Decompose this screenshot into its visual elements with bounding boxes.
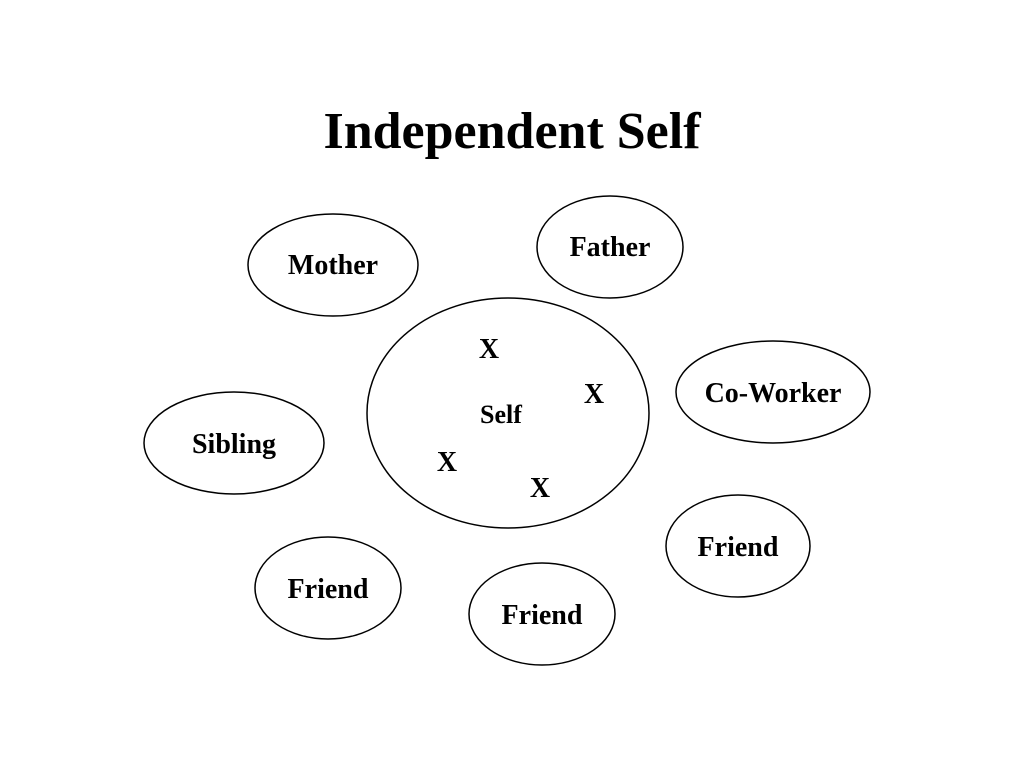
- mother-ellipse: [247, 213, 419, 317]
- mother-node: Mother: [247, 213, 419, 317]
- self-mark: X: [530, 473, 550, 504]
- friend-left-node: Friend: [254, 536, 402, 640]
- self-ellipse: [366, 297, 650, 529]
- co-worker-node: Co-Worker: [675, 340, 871, 444]
- self-mark: X: [437, 447, 457, 478]
- mother-label: Mother: [288, 250, 378, 281]
- friend-left-label: Friend: [288, 574, 369, 605]
- father-label: Father: [570, 232, 651, 263]
- self-node: Self X X X X: [366, 297, 650, 529]
- friend-bottom-ellipse: [468, 562, 616, 666]
- friend-right-label: Friend: [698, 532, 779, 563]
- sibling-ellipse: [143, 391, 325, 495]
- friend-right-ellipse: [665, 494, 811, 598]
- co-worker-label: Co-Worker: [705, 378, 842, 409]
- sibling-label: Sibling: [192, 429, 276, 460]
- self-mark: X: [479, 334, 499, 365]
- friend-right-node: Friend: [665, 494, 811, 598]
- friend-bottom-label: Friend: [502, 600, 583, 631]
- co-worker-ellipse: [675, 340, 871, 444]
- friend-bottom-node: Friend: [468, 562, 616, 666]
- self-mark: X: [584, 379, 604, 410]
- sibling-node: Sibling: [143, 391, 325, 495]
- friend-left-ellipse: [254, 536, 402, 640]
- self-label: Self: [480, 400, 522, 429]
- father-node: Father: [536, 195, 684, 299]
- diagram-title: Independent Self: [323, 103, 701, 160]
- father-ellipse: [536, 195, 684, 299]
